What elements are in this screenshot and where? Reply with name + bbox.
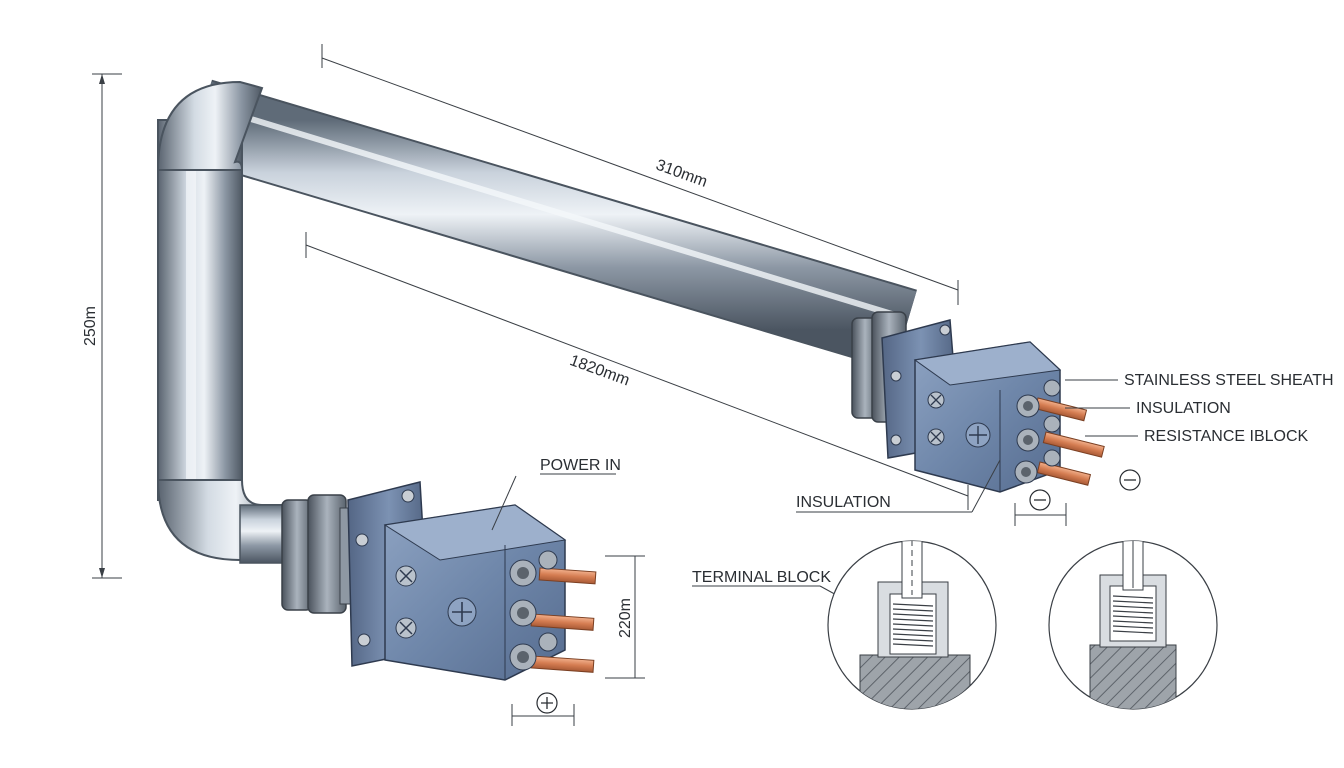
screw-icon [395,565,477,639]
dim-top-310: 310mm [654,157,710,191]
dim-vertical-250: 250m [82,306,99,346]
dim-inner-1820: 1820mm [567,352,631,389]
detail-view-terminal-block [827,540,997,710]
power-in-terminal-box [281,481,597,681]
label-resistance-block: RESISTANCE IBLOCK [1144,428,1309,445]
screw-icon [927,391,991,448]
label-insulation-bottom: INSULATION [796,494,891,511]
label-terminal-block: TERMINAL BLOCK [692,569,831,586]
label-power-in: POWER IN [540,457,621,474]
terminal-posts [1014,379,1105,486]
stainless-steel-pipe [156,79,917,564]
terminal-posts [509,550,597,673]
resistance-terminal-box [851,311,1105,493]
minus-icon [1119,469,1141,491]
plus-icon [536,692,558,714]
dimension-lines [92,44,1067,726]
label-insulation-right: INSULATION [1136,400,1231,417]
label-stainless-steel-sheath: STAINLESS STEEL SHEATH [1124,372,1334,389]
dim-right-220: 220m [617,598,634,638]
minus-icon [1029,489,1051,511]
detail-view-resistance-block [1048,540,1218,710]
